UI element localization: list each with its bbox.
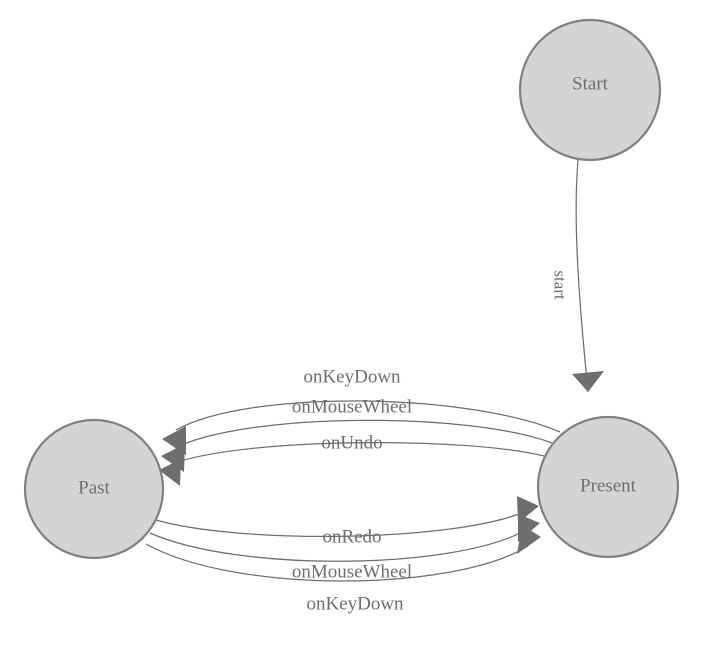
node-start[interactable]: Start — [518, 18, 662, 162]
edge-label-onundo: onUndo — [321, 433, 382, 454]
edge-present-past-onundo[interactable]: onUndo — [159, 433, 545, 487]
edge-start-present-arrowhead — [572, 371, 604, 392]
edge-past-present-onkeydown[interactable]: onKeyDown — [145, 525, 541, 615]
edge-start-present-path — [575, 159, 589, 393]
node-past-circle — [23, 418, 165, 560]
edge-present-past-onkeydown-path — [175, 400, 561, 433]
node-past[interactable]: Past — [23, 418, 165, 560]
edge-past-present-onmousewheel-path — [149, 530, 525, 562]
edges-layer: start onKeyDown onMouseWheel onUndo — [145, 159, 605, 615]
edge-label-start: start — [551, 270, 570, 300]
nodes-layer: Start Past Present — [23, 18, 680, 560]
node-present-label: Present — [580, 476, 637, 497]
edge-past-present-onkeydown-path — [145, 543, 529, 582]
edge-past-present-onkeydown-arrowhead — [517, 525, 541, 554]
edge-present-past-onundo-arrowhead — [159, 459, 181, 486]
edge-label-onredo: onRedo — [322, 527, 381, 548]
node-present-circle — [536, 415, 680, 559]
node-start-circle — [518, 18, 662, 162]
edge-start-present[interactable]: start — [551, 159, 605, 393]
edge-label-onmousewheel-undo: onMouseWheel — [292, 397, 412, 418]
node-past-label: Past — [78, 478, 110, 499]
edge-past-present-onredo[interactable]: onRedo — [155, 496, 539, 548]
edge-label-onkeydown-undo: onKeyDown — [303, 367, 401, 388]
edge-label-onkeydown-redo: onKeyDown — [306, 594, 404, 615]
edge-past-present-onredo-path — [155, 511, 525, 538]
edge-label-onmousewheel-redo: onMouseWheel — [292, 562, 412, 583]
node-start-label: Start — [572, 74, 609, 95]
node-present[interactable]: Present — [536, 415, 680, 559]
edge-present-past-onmousewheel-path — [174, 419, 553, 449]
edge-present-past-onundo-path — [171, 441, 545, 465]
